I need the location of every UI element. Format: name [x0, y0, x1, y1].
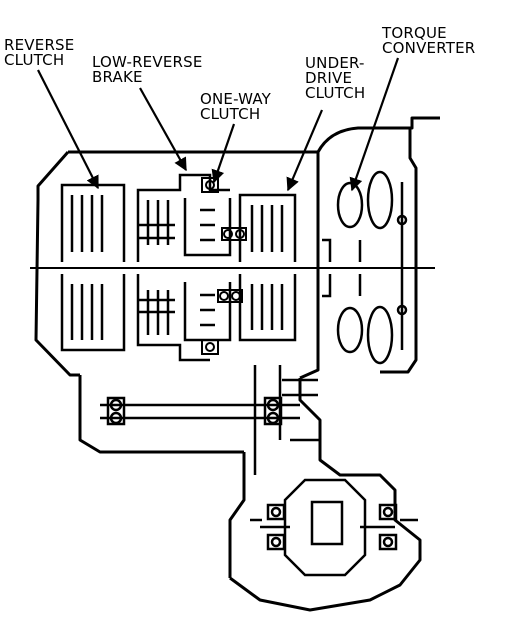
torque-converter-elements: [322, 172, 406, 363]
label-torque-converter: TORQUE CONVERTER: [382, 26, 475, 56]
output-shafts: [100, 365, 320, 475]
label-reverse-clutch-line1: REVERSE: [4, 36, 75, 54]
label-underdrive-clutch-line3: CLUTCH: [305, 84, 366, 102]
label-reverse-clutch-line2: CLUTCH: [4, 51, 65, 69]
label-low-reverse-brake-line1: LOW-REVERSE: [92, 53, 203, 71]
label-underdrive-clutch: UNDER- DRIVE CLUTCH: [305, 56, 365, 101]
one-way-clutch-elements: [202, 178, 246, 354]
label-one-way-clutch-line1: ONE-WAY: [200, 90, 271, 108]
label-underdrive-clutch-line1: UNDER-: [305, 54, 365, 72]
label-low-reverse-brake: LOW-REVERSE BRAKE: [92, 55, 203, 85]
housing-outline: [36, 118, 440, 610]
label-reverse-clutch: REVERSE CLUTCH: [4, 38, 74, 68]
label-one-way-clutch: ONE-WAY CLUTCH: [200, 92, 271, 122]
label-low-reverse-brake-line2: BRAKE: [92, 68, 143, 86]
differential: [250, 480, 418, 575]
label-torque-converter-line1: TORQUE: [382, 24, 447, 42]
label-torque-converter-line2: CONVERTER: [382, 39, 476, 57]
leader-arrows: [38, 58, 398, 192]
label-underdrive-clutch-line2: DRIVE: [305, 69, 353, 87]
clutch-packs: [62, 175, 295, 360]
label-one-way-clutch-line2: CLUTCH: [200, 105, 261, 123]
